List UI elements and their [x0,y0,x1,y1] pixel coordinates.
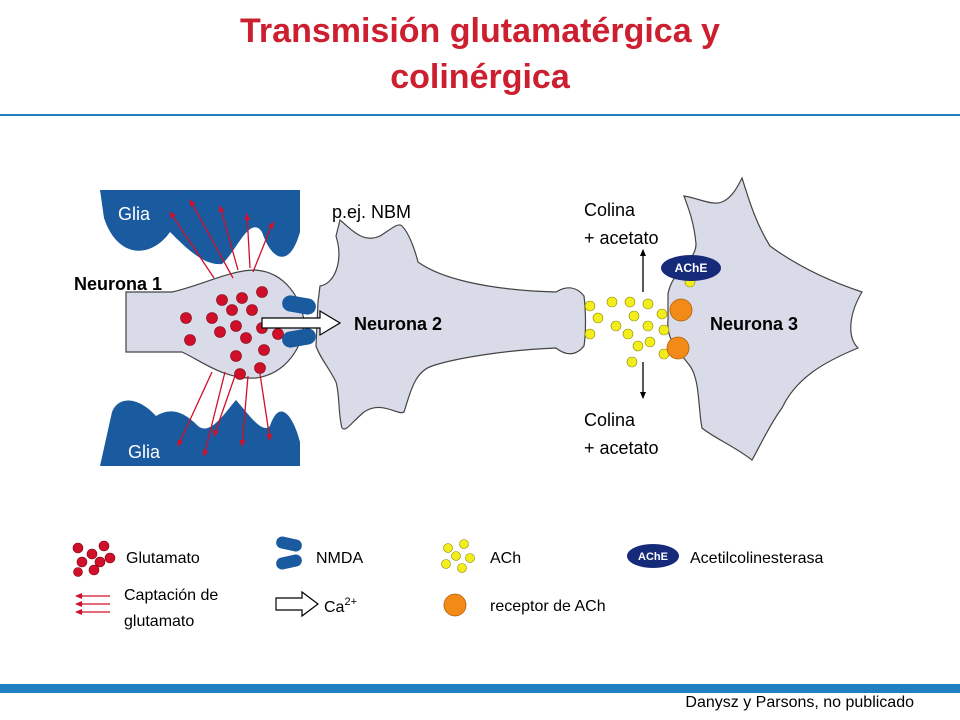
legend-ca-superscript: 2+ [344,596,357,608]
legend-glutamato-icon [72,540,116,577]
glutamate-uptake-arrows-top [169,199,274,279]
legend-receptor-label: receptor de ACh [490,598,606,615]
colina-top-line2: + acetato [584,228,659,248]
glia-top-label: Glia [118,204,151,224]
legend-captacion-icon [75,593,110,615]
legend-ache-icon [627,544,679,568]
ca-influx-arrow [261,309,342,337]
colina-bottom-line2: + acetato [584,438,659,458]
glutamate-uptake-arrows-bottom [177,369,273,457]
legend-glutamato-label: Glutamato [126,550,200,567]
legend-ache-badge-label: AChE [638,551,668,563]
neurona-3-label: Neurona 3 [710,314,798,334]
colina-top-line1: Colina [584,200,636,220]
ache-enzyme [661,255,721,281]
legend-ach-icon [441,539,475,573]
glia-top-shape [100,190,300,265]
top-divider [0,114,960,116]
ach-receptors [666,298,693,360]
legend-acetilcolinesterasa-label: Acetilcolinesterasa [690,550,824,567]
title-line-2: colinérgica [390,58,570,96]
legend-nmda-label: NMDA [316,550,363,567]
legend-ca-icon [275,590,319,618]
nbm-label: p.ej. NBM [332,202,411,222]
neurona-1-label: Neurona 1 [74,274,162,294]
ache-enzyme-label: AChE [675,261,708,275]
title-line-1: Transmisión glutamatérgica y [240,12,720,50]
bottom-divider [0,684,960,693]
colina-bottom-line1: Colina [584,410,636,430]
neurona-2-body [315,218,587,430]
neurona-3-body [667,176,863,461]
legend-ca-text: Ca [324,599,345,616]
page-title: Transmisión glutamatérgica y colinérgica [0,8,960,100]
legend-captacion-line1: Captación de [124,587,218,604]
legend-receptor-icon [443,593,467,617]
legend-nmda-icon [276,536,302,570]
legend-ca-label: Ca2+ [324,596,357,616]
legend-captacion-line2: glutamato [124,613,194,630]
glia-bottom-label: Glia [128,442,161,462]
neurona-2-label: Neurona 2 [354,314,442,334]
glutamate-vesicles [180,286,284,380]
ach-vesicles [584,276,696,368]
glia-bottom-shape [100,400,300,466]
source-credit: Danysz y Parsons, no publicado [685,694,914,711]
legend-ach-label: ACh [490,550,521,567]
nmda-receptors [282,295,316,348]
